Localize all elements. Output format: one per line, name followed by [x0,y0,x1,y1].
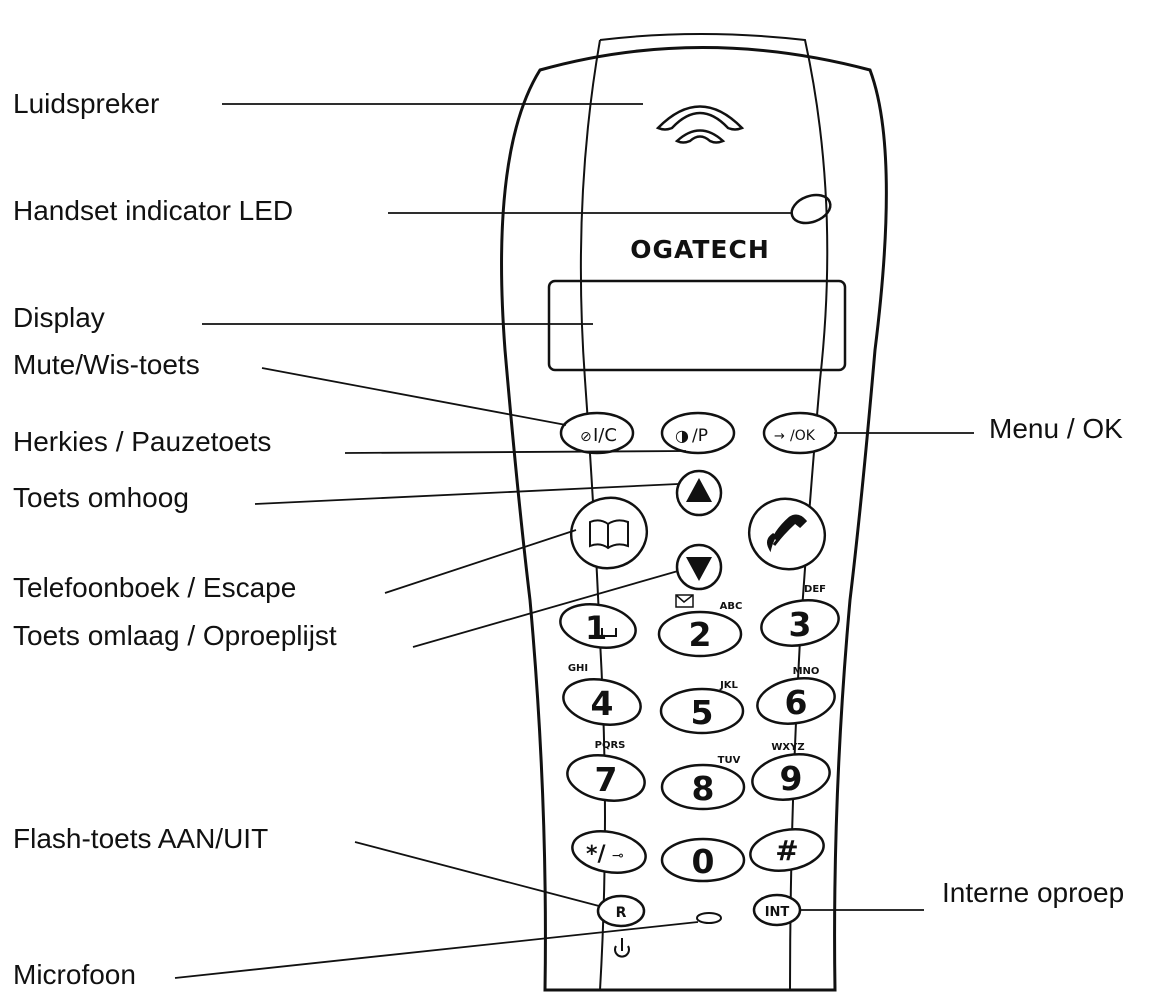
space-icon [601,628,617,637]
callout-display: Display [13,302,105,333]
soft-key-redial-pause[interactable]: ◑ /P [660,411,736,455]
arrow-down-icon [686,557,712,581]
leader-microphone [174,921,699,979]
svg-text:INT: INT [765,905,790,920]
key-1[interactable]: 1 [557,599,639,654]
key-4[interactable]: 4 GHI [560,663,644,730]
indicator-led [790,193,832,225]
svg-text:2: 2 [689,615,712,654]
arrow-up-icon [686,478,712,502]
svg-text:*/: */ [586,842,607,867]
brand-logo: OGATECH [630,235,770,264]
callout-mute: Mute/Wis-toets [13,349,200,380]
svg-text:TUV: TUV [718,755,741,766]
svg-text:7: 7 [595,760,618,799]
callout-flash: Flash-toets AAN/UIT [13,823,269,854]
leader-up [254,483,679,505]
key-lock-icon: ⊸ [612,848,624,864]
envelope-icon [675,594,694,608]
callout-up: Toets omhoog [13,482,189,513]
callout-phonebook: Telefoonboek / Escape [13,572,297,603]
svg-text:GHI: GHI [568,663,588,674]
svg-text:0: 0 [692,842,715,881]
svg-text:ABC: ABC [720,601,743,612]
key-9[interactable]: 9 WXYZ [749,742,833,805]
callout-redial: Herkies / Pauzetoets [13,426,272,457]
soft-key-mute-clear[interactable]: ⊘ I/C [559,411,635,455]
nav-down-key[interactable] [675,543,723,591]
callout-down: Toets omlaag / Oproeplijst [13,620,337,651]
leader-phonebook [384,529,577,594]
leader-mute [261,367,567,426]
key-int[interactable]: INT [752,893,802,927]
svg-text:MNO: MNO [793,666,820,677]
svg-text:PQRS: PQRS [595,740,626,751]
svg-text:4: 4 [591,684,614,723]
key-hash[interactable]: # [747,824,827,876]
power-icon [614,938,630,958]
mute-icon: ⊘ [580,429,592,445]
svg-text:R: R [616,905,627,921]
svg-text:DEF: DEF [804,584,826,595]
svg-text:6: 6 [785,683,808,722]
svg-text:5: 5 [691,693,714,732]
svg-text:/OK: /OK [790,428,816,444]
svg-text:WXYZ: WXYZ [771,742,804,753]
key-3[interactable]: 3 DEF [758,584,842,651]
svg-text:/P: /P [692,426,708,446]
leader-flash [354,841,600,907]
leader-down [412,570,679,648]
callout-menu: Menu / OK [989,413,1123,444]
leader-redial [344,450,687,454]
svg-text:9: 9 [780,759,803,798]
talk-key[interactable] [741,490,833,577]
handset-body [500,46,888,992]
soft-key-menu-ok[interactable]: → /OK [762,411,838,455]
display-screen [547,279,847,372]
callout-led: Handset indicator LED [13,195,294,226]
svg-text:3: 3 [789,605,812,644]
handset-call-icon [767,514,808,553]
callout-speaker: Luidspreker [13,88,160,119]
phonebook-key[interactable] [563,489,655,576]
nav-up-key[interactable] [675,469,723,517]
redial-icon: ◑ [675,426,689,445]
key-8[interactable]: 8 TUV [660,755,746,811]
svg-text:1: 1 [585,609,607,647]
svg-text:#: # [775,834,798,867]
speaker-grille [655,105,745,144]
key-5[interactable]: 5 JKL [659,680,745,735]
key-star[interactable]: */ ⊸ [569,826,649,878]
menu-icon: → [774,429,785,444]
svg-text:I/C: I/C [593,425,617,446]
key-2[interactable]: 2 ABC [657,601,743,658]
callout-microphone: Microfoon [13,959,136,990]
microphone-hole [696,912,722,924]
key-0[interactable]: 0 [660,837,746,883]
svg-text:JKL: JKL [719,680,738,691]
key-7[interactable]: 7 PQRS [564,740,648,806]
svg-text:8: 8 [692,769,715,808]
leader-lines [174,103,974,979]
callout-intercom: Interne oproep [942,877,1125,908]
key-r[interactable]: R [596,894,646,928]
book-icon [589,519,629,550]
key-6[interactable]: 6 MNO [754,666,838,729]
